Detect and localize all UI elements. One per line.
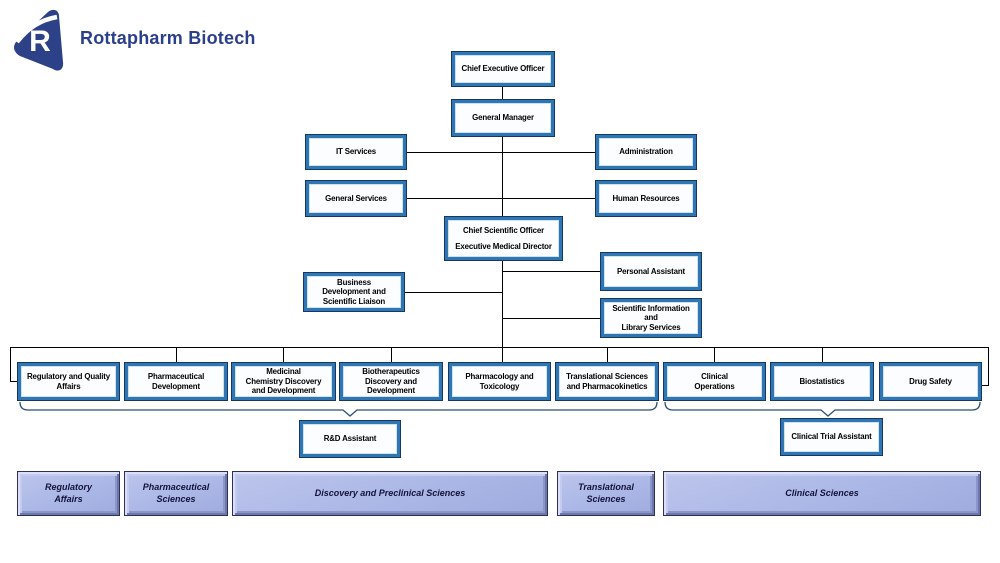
org-node-scientific-information: Scientific Information and Library Servi…	[600, 298, 702, 338]
group-discovery-preclinical: Discovery and Preclinical Sciences	[232, 471, 548, 516]
connector-scientific-information	[503, 318, 600, 319]
dept-translational-sciences: Translational Sciences and Pharmacokinet…	[555, 362, 659, 401]
org-node-ceo: Chief Executive Officer	[451, 51, 555, 87]
connector-gm-cso	[502, 137, 503, 216]
connector-tick-biotherapeutics	[391, 347, 392, 362]
org-node-cso-emd: Chief Scientific Officer Executive Medic…	[444, 216, 563, 261]
dept-regulatory-quality-affairs: Regulatory and Quality Affairs	[17, 362, 120, 401]
page-title: Rottapharm Biotech	[80, 28, 256, 48]
group-pharmaceutical-sciences: Pharmaceutical Sciences	[124, 471, 228, 516]
org-node-rd-assistant: R&D Assistant	[299, 420, 401, 458]
org-node-clinical-trial-assistant: Clinical Trial Assistant	[780, 418, 883, 456]
dept-pharmaceutical-development: Pharmaceutical Development	[124, 362, 228, 401]
connector-business-development	[405, 292, 502, 293]
connector-tick-pharm-dev	[176, 347, 177, 362]
connector-left-in	[10, 381, 17, 382]
connector-tick-biostatistics	[822, 347, 823, 362]
connector-it-administration	[407, 152, 595, 153]
logo-letter: R	[29, 25, 51, 58]
org-node-it-services: IT Services	[305, 134, 407, 170]
org-node-personal-assistant: Personal Assistant	[600, 252, 702, 291]
connector-right-in	[982, 385, 989, 386]
clinical-bracket	[664, 401, 981, 417]
connector-tick-med-chem	[283, 347, 284, 362]
dept-biotherapeutics: Biotherapeutics Discovery and Developmen…	[339, 362, 443, 401]
connector-tick-clinical-ops	[714, 347, 715, 362]
dept-drug-safety: Drug Safety	[879, 362, 982, 401]
dept-clinical-operations: Clinical Operations	[663, 362, 766, 401]
org-node-general-services: General Services	[305, 180, 407, 217]
connector-left-drop	[10, 347, 11, 381]
rottapharm-logo-icon: R	[14, 9, 64, 71]
org-node-human-resources: Human Resources	[595, 180, 697, 217]
group-clinical-sciences: Clinical Sciences	[663, 471, 981, 516]
dept-pharmacology-toxicology: Pharmacology and Toxicology	[448, 362, 551, 401]
org-node-business-development: Business Development and Scientific Liai…	[303, 272, 405, 312]
connector-personal-assistant	[503, 271, 600, 272]
org-node-administration: Administration	[595, 134, 697, 170]
connector-tick-translational	[607, 347, 608, 362]
connector-right-drop	[988, 347, 989, 385]
group-translational-sciences: Translational Sciences	[557, 471, 655, 516]
org-node-general-manager: General Manager	[451, 99, 555, 137]
connector-cso-departments	[502, 261, 503, 362]
dept-biostatistics: Biostatistics	[770, 362, 874, 401]
rnd-bracket	[19, 401, 658, 417]
connector-ceo-gm	[502, 87, 503, 99]
connector-services-hr	[407, 198, 595, 199]
group-regulatory-affairs: Regulatory Affairs	[17, 471, 120, 516]
dept-medicinal-chemistry: Medicinal Chemistry Discovery and Develo…	[231, 362, 336, 401]
connector-department-bus	[10, 347, 988, 348]
